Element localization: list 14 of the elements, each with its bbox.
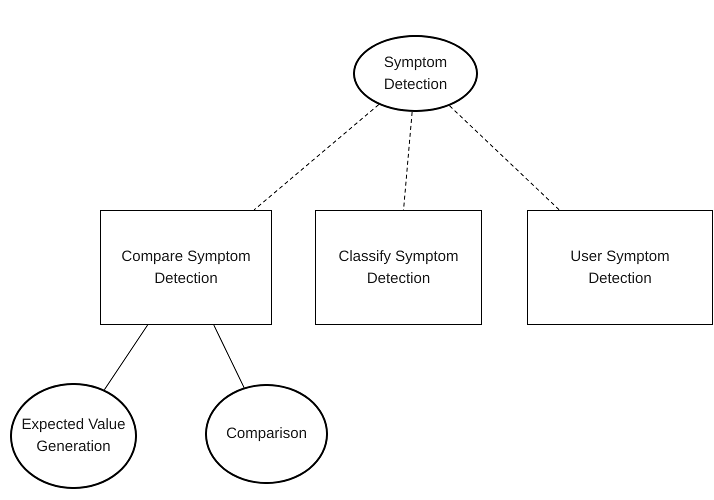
connector-line (213, 324, 244, 388)
connector-line (254, 104, 380, 210)
connector-line (449, 105, 560, 210)
node-label: Symptom Detection (382, 52, 448, 94)
node-label: Compare Symptom Detection (120, 246, 252, 288)
connector-line (104, 324, 148, 390)
node-label: Expected Value Generation (20, 415, 126, 457)
process-box (527, 210, 713, 325)
process-box (315, 210, 482, 325)
connector-line (403, 111, 413, 210)
node-label: User Symptom Detection (569, 246, 671, 288)
process-box (100, 210, 272, 325)
node-label: Comparison (226, 424, 307, 444)
node-label: Classify Symptom Detection (337, 246, 460, 288)
